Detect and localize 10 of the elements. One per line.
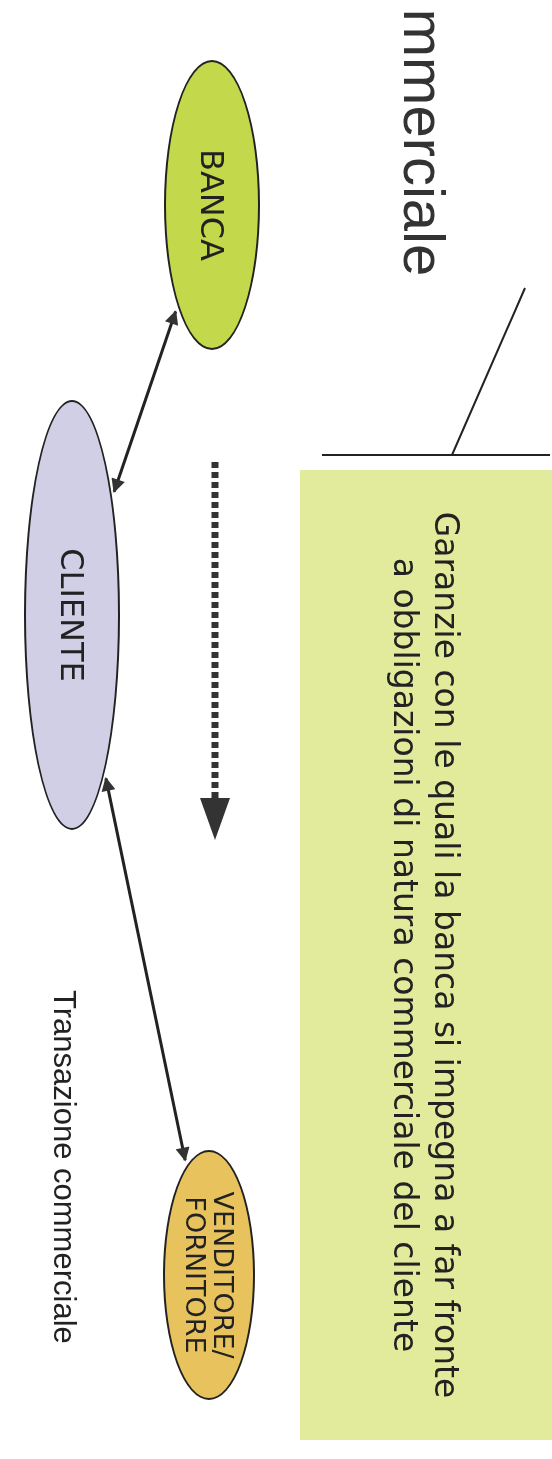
caption-text: Transazione commerciale [46, 990, 82, 1344]
double-arrow [111, 310, 179, 493]
leader-line [321, 287, 551, 456]
description-box [300, 470, 552, 1440]
title-text: mmerciale [386, 5, 464, 280]
double-arrow [101, 776, 190, 1162]
entity-label: CLIENTE [52, 548, 92, 682]
entity-label: BANCA [192, 149, 232, 261]
description-text: Garanzie con le quali la banca si impegna a far fronte a obbligazioni di natura commerciale del cliente [385, 510, 468, 1401]
entity-label: VENDITORE/ FORNITORE [180, 1190, 238, 1361]
